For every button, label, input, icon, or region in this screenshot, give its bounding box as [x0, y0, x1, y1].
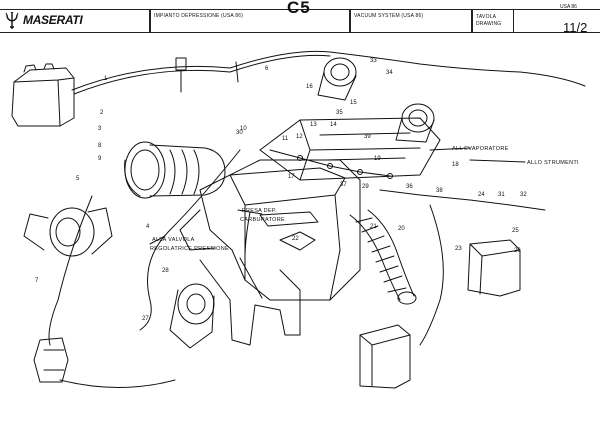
vacuum-line-center	[139, 149, 241, 331]
part-number: 10	[240, 126, 247, 132]
part-number: 36	[406, 184, 413, 190]
vacuum-line-right	[379, 189, 546, 211]
callout-carb-line2: CARBURATORE	[240, 217, 285, 223]
part-number: 4	[146, 224, 150, 230]
part-number: 22	[292, 236, 299, 242]
callout-carb-line1: PRESA DEP.	[242, 208, 277, 214]
part-number: 20	[398, 226, 405, 232]
part-number: 27	[142, 316, 149, 322]
drawing-code: C5	[287, 0, 311, 17]
part-number: 23	[455, 246, 462, 252]
air-filter-component	[124, 141, 226, 199]
part-number: 5	[76, 176, 80, 182]
part-number: 29	[362, 184, 369, 190]
intake-hose	[349, 209, 417, 305]
brand-cell	[0, 9, 150, 33]
part-number: 9	[98, 156, 102, 162]
reservoir-component	[11, 63, 75, 127]
pressure-regulator	[169, 283, 215, 349]
trident-logo-icon	[5, 12, 19, 29]
part-number: 11	[282, 136, 289, 142]
part-number: 34	[386, 70, 393, 76]
part-number: 30	[236, 130, 243, 136]
callout-valve-line1: ALLA VALVOLA	[152, 237, 195, 243]
title-italian: IMPIANTO DEPRESSIONE (USA 86)	[154, 13, 244, 19]
vacuum-line-left-down	[48, 195, 93, 346]
table-label-italian: TAVOLA	[476, 14, 497, 20]
part-number: 37	[340, 182, 347, 188]
part-number: 21	[370, 224, 377, 230]
part-number: 13	[310, 122, 317, 128]
part-number: 6	[265, 66, 269, 72]
part-number: 26	[514, 248, 521, 254]
part-number: 15	[350, 100, 357, 106]
part-number: 33	[370, 58, 377, 64]
part-number: 16	[306, 84, 313, 90]
table-label-cell	[472, 9, 514, 33]
vacuum-line-to-carb	[244, 211, 251, 259]
part-number: 32	[520, 192, 527, 198]
part-number: 2	[100, 110, 104, 116]
part-number: 8	[98, 143, 102, 149]
charcoal-box-component	[359, 324, 411, 389]
callout-valve-line2: REGOLATRICE PRESSIONE	[150, 246, 229, 252]
part-number: 18	[452, 162, 459, 168]
canister-component	[467, 239, 521, 297]
part-number: 17	[288, 174, 295, 180]
part-number-labels: 1 2 3 4 5 6 7 8 9 10 11 12 13 14 15 16 1…	[35, 58, 527, 322]
part-number: 24	[478, 192, 485, 198]
part-number: 38	[436, 188, 443, 194]
part-number: 25	[512, 228, 519, 234]
sheet-number: 11/2	[563, 20, 588, 35]
part-number: 39	[364, 134, 371, 140]
turbo-left-component	[317, 57, 357, 101]
part-number: 19	[374, 156, 381, 162]
part-number: 7	[35, 278, 39, 284]
engine-block	[179, 159, 361, 301]
check-valve-component	[33, 337, 69, 383]
callout-instruments: ALLO STRUMENTI	[527, 160, 579, 166]
part-number: 28	[162, 268, 169, 274]
title-it-cell	[150, 9, 350, 33]
callout-evaporator: ALL EVAPORATORE	[452, 146, 509, 152]
part-number: 31	[498, 192, 505, 198]
turbo-right-component	[395, 103, 435, 143]
table-label-english: DRAWING	[476, 21, 502, 27]
vacuum-line-down-right	[419, 204, 444, 346]
title-english: VACUUM SYSTEM (USA 86)	[354, 13, 424, 19]
part-number: 1	[104, 76, 108, 82]
vacuum-line-upper	[71, 50, 586, 91]
vacuum-pump-component	[23, 207, 113, 257]
part-number: 3	[98, 126, 102, 132]
brand-name: MASERATI	[23, 13, 83, 27]
part-number: 14	[330, 122, 337, 128]
vacuum-line-bottom	[59, 379, 176, 388]
cylinder-head	[259, 117, 441, 181]
top-right-tag: USA 86	[560, 4, 577, 10]
part-number: 12	[296, 134, 303, 140]
title-en-cell	[350, 9, 472, 33]
intake-manifold	[199, 257, 301, 346]
part-number: 35	[336, 110, 343, 116]
